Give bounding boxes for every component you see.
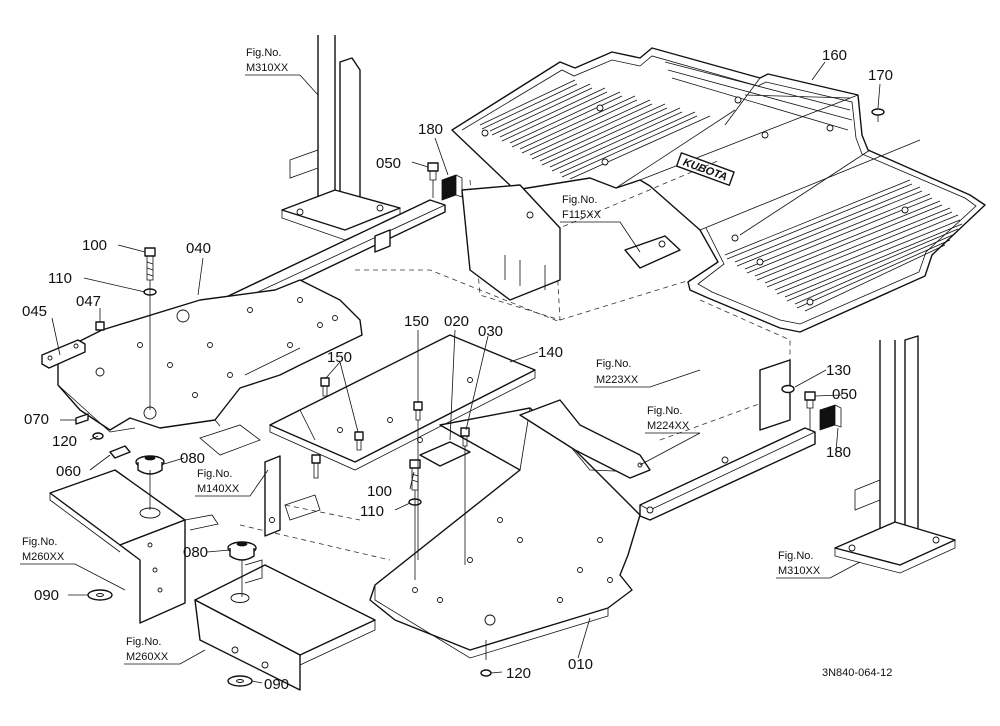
fig-label-m223: Fig.No.	[596, 358, 631, 370]
label-110-top: 110	[48, 270, 72, 287]
fig-label-m260-bottom: Fig.No.	[126, 636, 161, 648]
fig-code-m310-top: M310XX	[246, 62, 289, 74]
washer-090-left	[87, 589, 113, 601]
label-160: 160	[822, 47, 847, 64]
label-020: 020	[444, 313, 469, 330]
left-cross-bracket	[199, 424, 321, 537]
fig-label-m260-left: Fig.No.	[22, 536, 57, 548]
center-plate	[269, 334, 536, 471]
fig-ref-leaders	[20, 74, 861, 665]
fig-label-m224: Fig.No.	[647, 405, 682, 417]
right-floor-plate	[369, 407, 641, 659]
label-120-bottom: 120	[506, 665, 531, 682]
bolt-100-top	[144, 247, 156, 281]
label-140: 140	[538, 344, 563, 361]
fig-label-m310-right: Fig.No.	[778, 550, 813, 562]
rear-bracket	[461, 184, 681, 301]
label-060: 060	[56, 463, 81, 480]
fig-code-m310-right: M310XX	[778, 565, 821, 577]
label-070: 070	[24, 411, 49, 428]
label-100-center: 100	[367, 483, 392, 500]
bolt-100-center	[409, 459, 421, 491]
mount-080-lower	[227, 541, 257, 561]
fig-code-m223: M223XX	[596, 374, 639, 386]
fig-code-f115: F115XX	[562, 209, 602, 221]
label-030: 030	[478, 323, 503, 340]
right-post	[834, 335, 956, 574]
leader-lines	[51, 61, 881, 684]
mount-080-upper	[135, 455, 165, 475]
clip-060	[109, 445, 131, 459]
floor-mat: KUBOTA	[451, 47, 986, 333]
label-130: 130	[826, 362, 851, 379]
bottom-step-box	[194, 559, 376, 691]
fig-code-m260-bottom: M260XX	[126, 651, 169, 663]
label-090-left: 090	[34, 587, 59, 604]
right-cross-member	[639, 359, 816, 521]
drawing-code: 3N840-064-12	[822, 667, 892, 679]
mat-logo-plate	[675, 152, 735, 186]
label-150-left: 150	[327, 349, 352, 366]
fig-ref-labels: Fig.No. M310XX Fig.No. F115XX Fig.No. M2…	[22, 47, 821, 663]
label-080-lower: 080	[183, 544, 208, 561]
label-180-right: 180	[826, 444, 851, 461]
left-post	[281, 35, 401, 241]
part-labels: 160 170 180 050 100 040 110 045 047 150 …	[22, 47, 893, 693]
label-010: 010	[568, 656, 593, 673]
small-bolts	[75, 108, 885, 677]
label-170: 170	[868, 67, 893, 84]
label-047: 047	[76, 293, 101, 310]
label-080-upper: 080	[180, 450, 205, 467]
label-110-center: 110	[360, 503, 384, 520]
label-050-right: 050	[832, 386, 857, 403]
left-step-box	[49, 469, 219, 624]
label-180-top: 180	[418, 121, 443, 138]
label-090-bottom: 090	[264, 676, 289, 693]
pad-180-top	[441, 174, 463, 201]
washer-090-bottom	[227, 675, 253, 687]
fig-label-m310-top: Fig.No.	[246, 47, 281, 59]
bracket-045	[41, 339, 86, 369]
label-120-left: 120	[52, 433, 77, 450]
label-040: 040	[186, 240, 211, 257]
fig-code-m260-left: M260XX	[22, 551, 65, 563]
fig-label-f115: Fig.No.	[562, 194, 597, 206]
label-050-top: 050	[376, 155, 401, 172]
fastener-axes	[149, 180, 811, 660]
fig-code-m140: M140XX	[197, 483, 240, 495]
label-100-top: 100	[82, 237, 107, 254]
pad-180-right	[819, 404, 842, 431]
label-045: 045	[22, 303, 47, 320]
left-floor-plate	[57, 279, 363, 433]
fig-label-m140: Fig.No.	[197, 468, 232, 480]
fig-code-m224: M224XX	[647, 420, 690, 432]
label-150-top: 150	[404, 313, 429, 330]
